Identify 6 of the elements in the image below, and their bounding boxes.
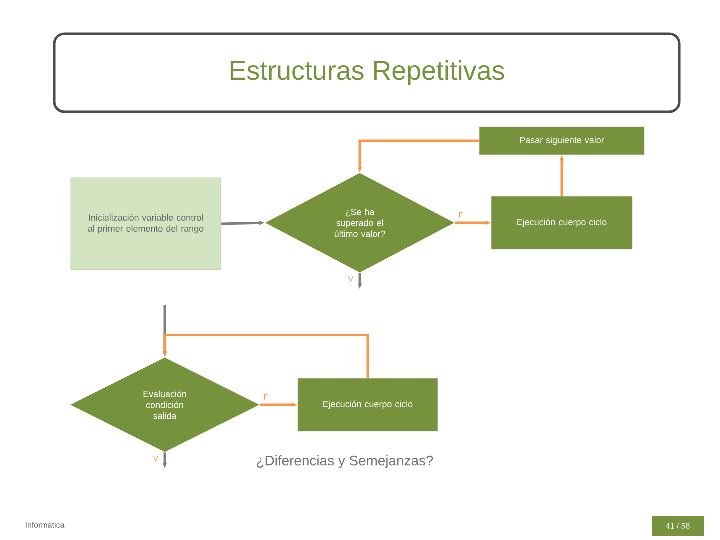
- question-text: ¿Diferencias y Semejanzas?: [257, 456, 434, 468]
- process-box: Ejecución cuerpo ciclo: [491, 196, 633, 250]
- title-banner: Estructuras Repetitivas: [53, 32, 681, 114]
- process-box: Pasar siguiente valor: [479, 126, 645, 156]
- process-box: Ejecución cuerpo ciclo: [298, 378, 438, 432]
- init-box: Inicialización variable control al primer elemento del rango: [70, 178, 222, 270]
